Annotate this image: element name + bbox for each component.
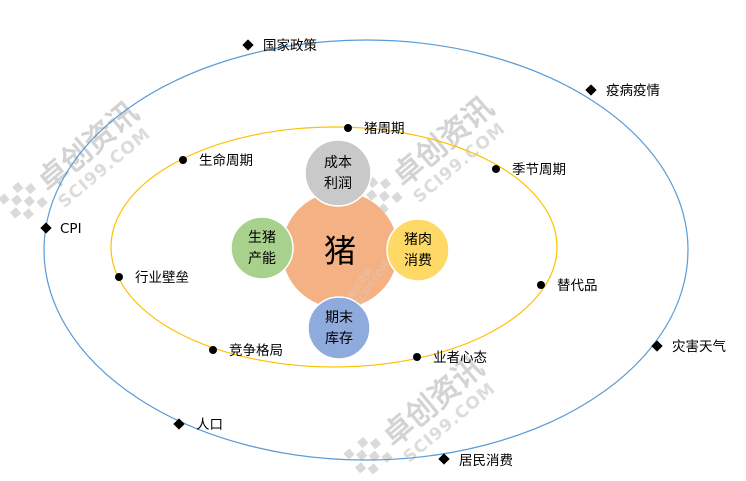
satellite-bottom-line2: 库存 bbox=[325, 331, 353, 347]
inner-factor-label: 季节周期 bbox=[512, 162, 566, 178]
inner-factor: 猪周期 bbox=[344, 121, 405, 137]
inner-factor: 生命周期 bbox=[179, 152, 253, 169]
inner-factor: 替代品 bbox=[537, 278, 598, 294]
satellite-bottom-circle bbox=[307, 296, 371, 360]
inner-factor-label: 替代品 bbox=[557, 278, 598, 294]
outer-ring bbox=[43, 39, 689, 461]
outer-factor-diamond bbox=[173, 418, 185, 430]
outer-factor-label: 疫病疫情 bbox=[606, 83, 660, 99]
inner-factor-label: 生命周期 bbox=[199, 152, 253, 169]
center-label: 猪 bbox=[324, 232, 356, 270]
inner-factor: 业者心态 bbox=[413, 350, 487, 366]
inner-factor-dot bbox=[492, 165, 500, 173]
outer-factor-diamond bbox=[585, 84, 597, 96]
outer-factor-diamond bbox=[242, 39, 254, 51]
satellite-top-circle bbox=[304, 139, 372, 207]
outer-factor-label: 灾害天气 bbox=[672, 338, 726, 355]
outer-factor-label: 居民消费 bbox=[459, 453, 513, 469]
satellite-left-line1: 生猪 bbox=[248, 230, 276, 246]
inner-factor-label: 猪周期 bbox=[364, 121, 405, 137]
outer-factor-label: 国家政策 bbox=[263, 37, 317, 54]
outer-factor-label: CPI bbox=[60, 221, 82, 237]
inner-factor-dot bbox=[115, 273, 123, 281]
outer-factor: CPI bbox=[40, 221, 82, 237]
outer-factor: 国家政策 bbox=[242, 37, 317, 54]
inner-factor: 行业壁垒 bbox=[115, 270, 189, 286]
inner-factor: 竞争格局 bbox=[209, 342, 283, 359]
satellite-bottom-line1: 期末 bbox=[325, 310, 353, 326]
inner-factor-label: 行业壁垒 bbox=[135, 270, 189, 286]
outer-factor-label: 人口 bbox=[196, 417, 223, 433]
inner-factor-dot bbox=[344, 124, 352, 132]
inner-factor-dot bbox=[413, 353, 421, 361]
satellite-top-line1: 成本 bbox=[324, 155, 352, 171]
inner-factor-dot bbox=[209, 346, 217, 354]
inner-factor-dot bbox=[537, 281, 545, 289]
satellite-left-circle bbox=[230, 216, 294, 280]
outer-factor: 人口 bbox=[173, 417, 223, 433]
outer-factor: 灾害天气 bbox=[651, 338, 726, 355]
inner-factor: 季节周期 bbox=[492, 162, 566, 178]
satellite-left-line2: 产能 bbox=[248, 251, 276, 267]
inner-ring bbox=[110, 126, 558, 368]
outer-factor-diamond bbox=[40, 222, 52, 234]
outer-factor-diamond bbox=[438, 453, 450, 465]
center-circle bbox=[282, 192, 398, 308]
satellite-top-line2: 利润 bbox=[324, 176, 352, 192]
outer-factor: 疫病疫情 bbox=[585, 83, 660, 99]
satellite-right-line2: 消费 bbox=[404, 253, 432, 269]
inner-factor-label: 竞争格局 bbox=[229, 342, 283, 359]
satellite-right-line1: 猪肉 bbox=[404, 232, 432, 248]
outer-factor-diamond bbox=[651, 340, 663, 352]
inner-factor-label: 业者心态 bbox=[433, 350, 487, 366]
satellite-right-circle bbox=[386, 218, 450, 282]
outer-factor: 居民消费 bbox=[438, 453, 513, 469]
inner-factor-dot bbox=[179, 156, 187, 164]
